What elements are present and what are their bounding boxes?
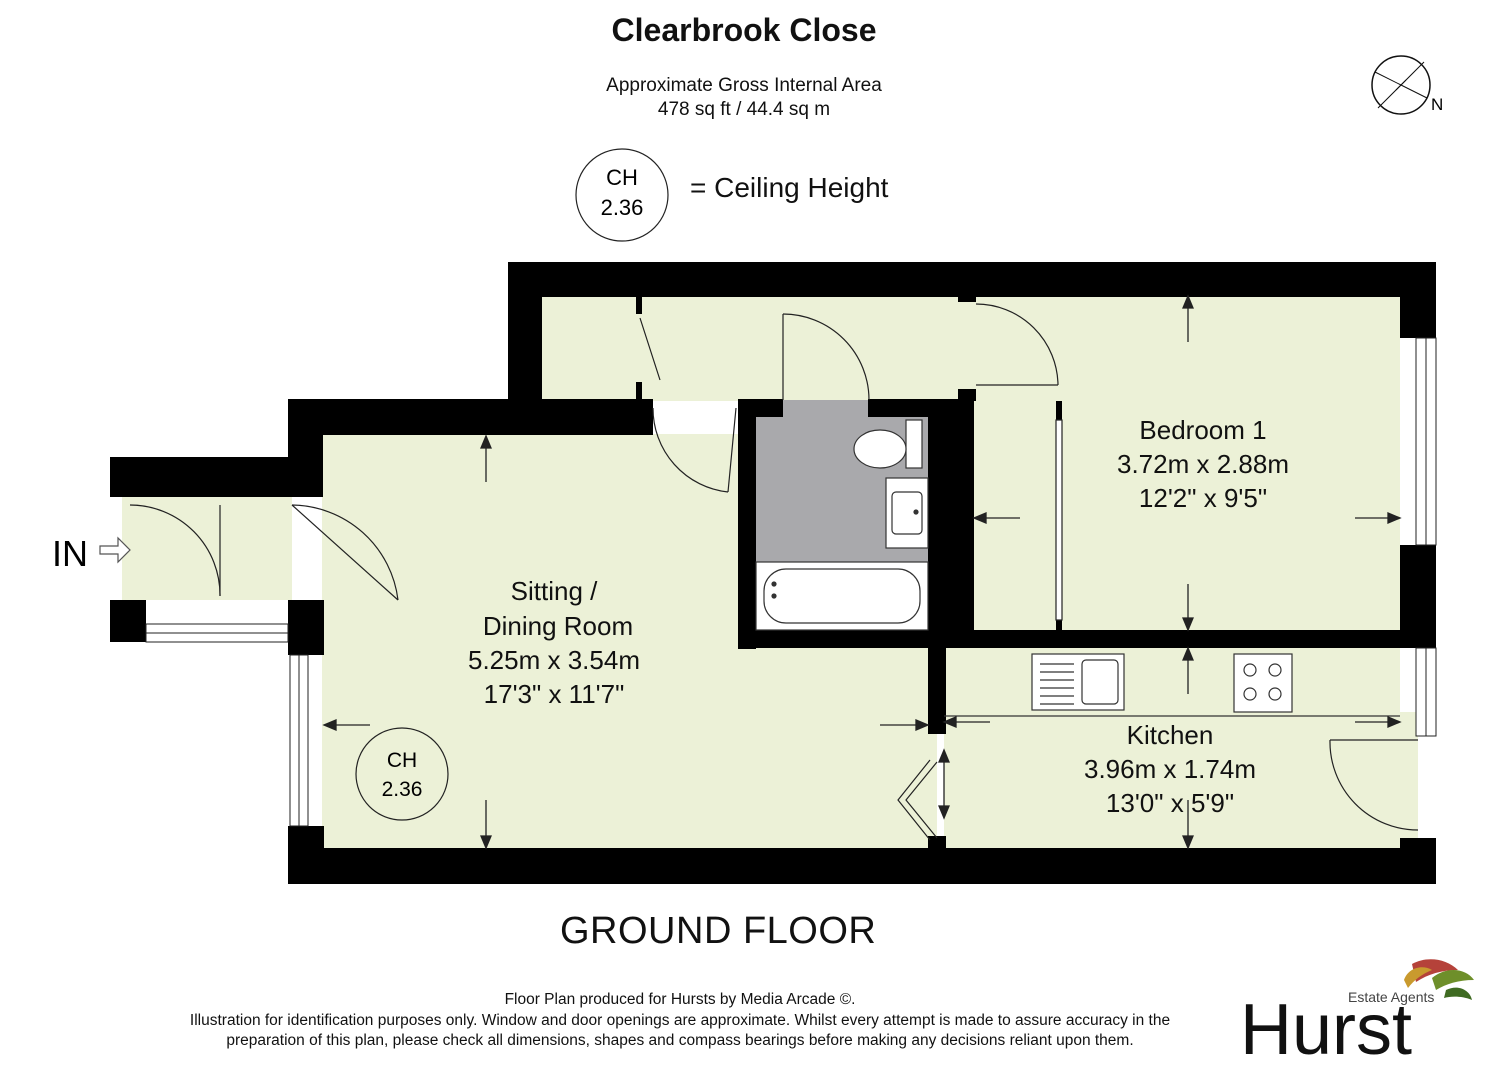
footer-line-2: Illustration for identification purposes… [189, 1011, 1171, 1029]
windows [145, 337, 1437, 827]
area-label: Approximate Gross Internal Area [606, 75, 882, 96]
sink-icon [1031, 653, 1125, 711]
compass-icon: N [1371, 55, 1443, 115]
hurst-logo: Estate Agents Hurst [1240, 959, 1474, 1060]
legend-ch-value: 2.36 [601, 195, 644, 220]
sitting-room-name-line1: Sitting / [511, 576, 598, 606]
doors [129, 303, 1419, 841]
kitchen-metric: 3.96m x 1.74m [1084, 754, 1256, 784]
floor-areas [122, 296, 1418, 849]
sitting-room-name-line2: Dining Room [483, 611, 633, 641]
plan-title: Clearbrook Close [611, 12, 877, 48]
footer-line-1: Floor Plan produced for Hursts by Media … [504, 991, 856, 1008]
footer-line-3: preparation of this plan, please check a… [226, 1032, 1134, 1049]
bedroom-name: Bedroom 1 [1139, 415, 1266, 445]
logo-name: Hurst [1240, 990, 1412, 1060]
kitchen-imperial: 13'0" x 5'9" [1106, 788, 1234, 818]
leaf-logo-icon [1404, 959, 1474, 1000]
entrance-arrow-icon [99, 536, 131, 564]
sitting-room-metric: 5.25m x 3.54m [468, 645, 640, 675]
bathtub-icon [755, 561, 929, 631]
sitting-room-imperial: 17'3" x 11'7" [484, 679, 625, 709]
area-summary: Approximate Gross Internal Area 478 sq f… [0, 74, 1488, 122]
logo-tagline: Estate Agents [1348, 989, 1434, 1005]
basin-icon [885, 477, 929, 549]
disclaimer-footer: Floor Plan produced for Hursts by Media … [120, 990, 1240, 1052]
entrance-label: IN [52, 533, 88, 574]
toilet-icon [853, 419, 923, 469]
ceiling-height-legend-badge: CH 2.36 [575, 148, 669, 242]
legend-ch-label: CH [606, 165, 638, 190]
legend-text: = Ceiling Height [690, 172, 889, 203]
bedroom-imperial: 12'2" x 9'5" [1139, 483, 1267, 513]
hob-icon [1233, 653, 1293, 713]
area-value: 478 sq ft / 44.4 sq m [657, 99, 831, 120]
sitting-ch-value: 2.36 [382, 778, 423, 801]
bedroom-metric: 3.72m x 2.88m [1117, 449, 1289, 479]
kitchen-name: Kitchen [1127, 720, 1214, 750]
sitting-ch-label: CH [387, 749, 417, 772]
floor-label: GROUND FLOOR [560, 910, 877, 952]
dimension-arrows [322, 294, 1402, 850]
sitting-room-ch-badge: CH 2.36 [355, 727, 449, 821]
compass-north-label: N [1431, 95, 1443, 114]
walls [110, 262, 1436, 884]
room-labels: Sitting / Dining Room 5.25m x 3.54m 17'3… [468, 415, 1289, 818]
